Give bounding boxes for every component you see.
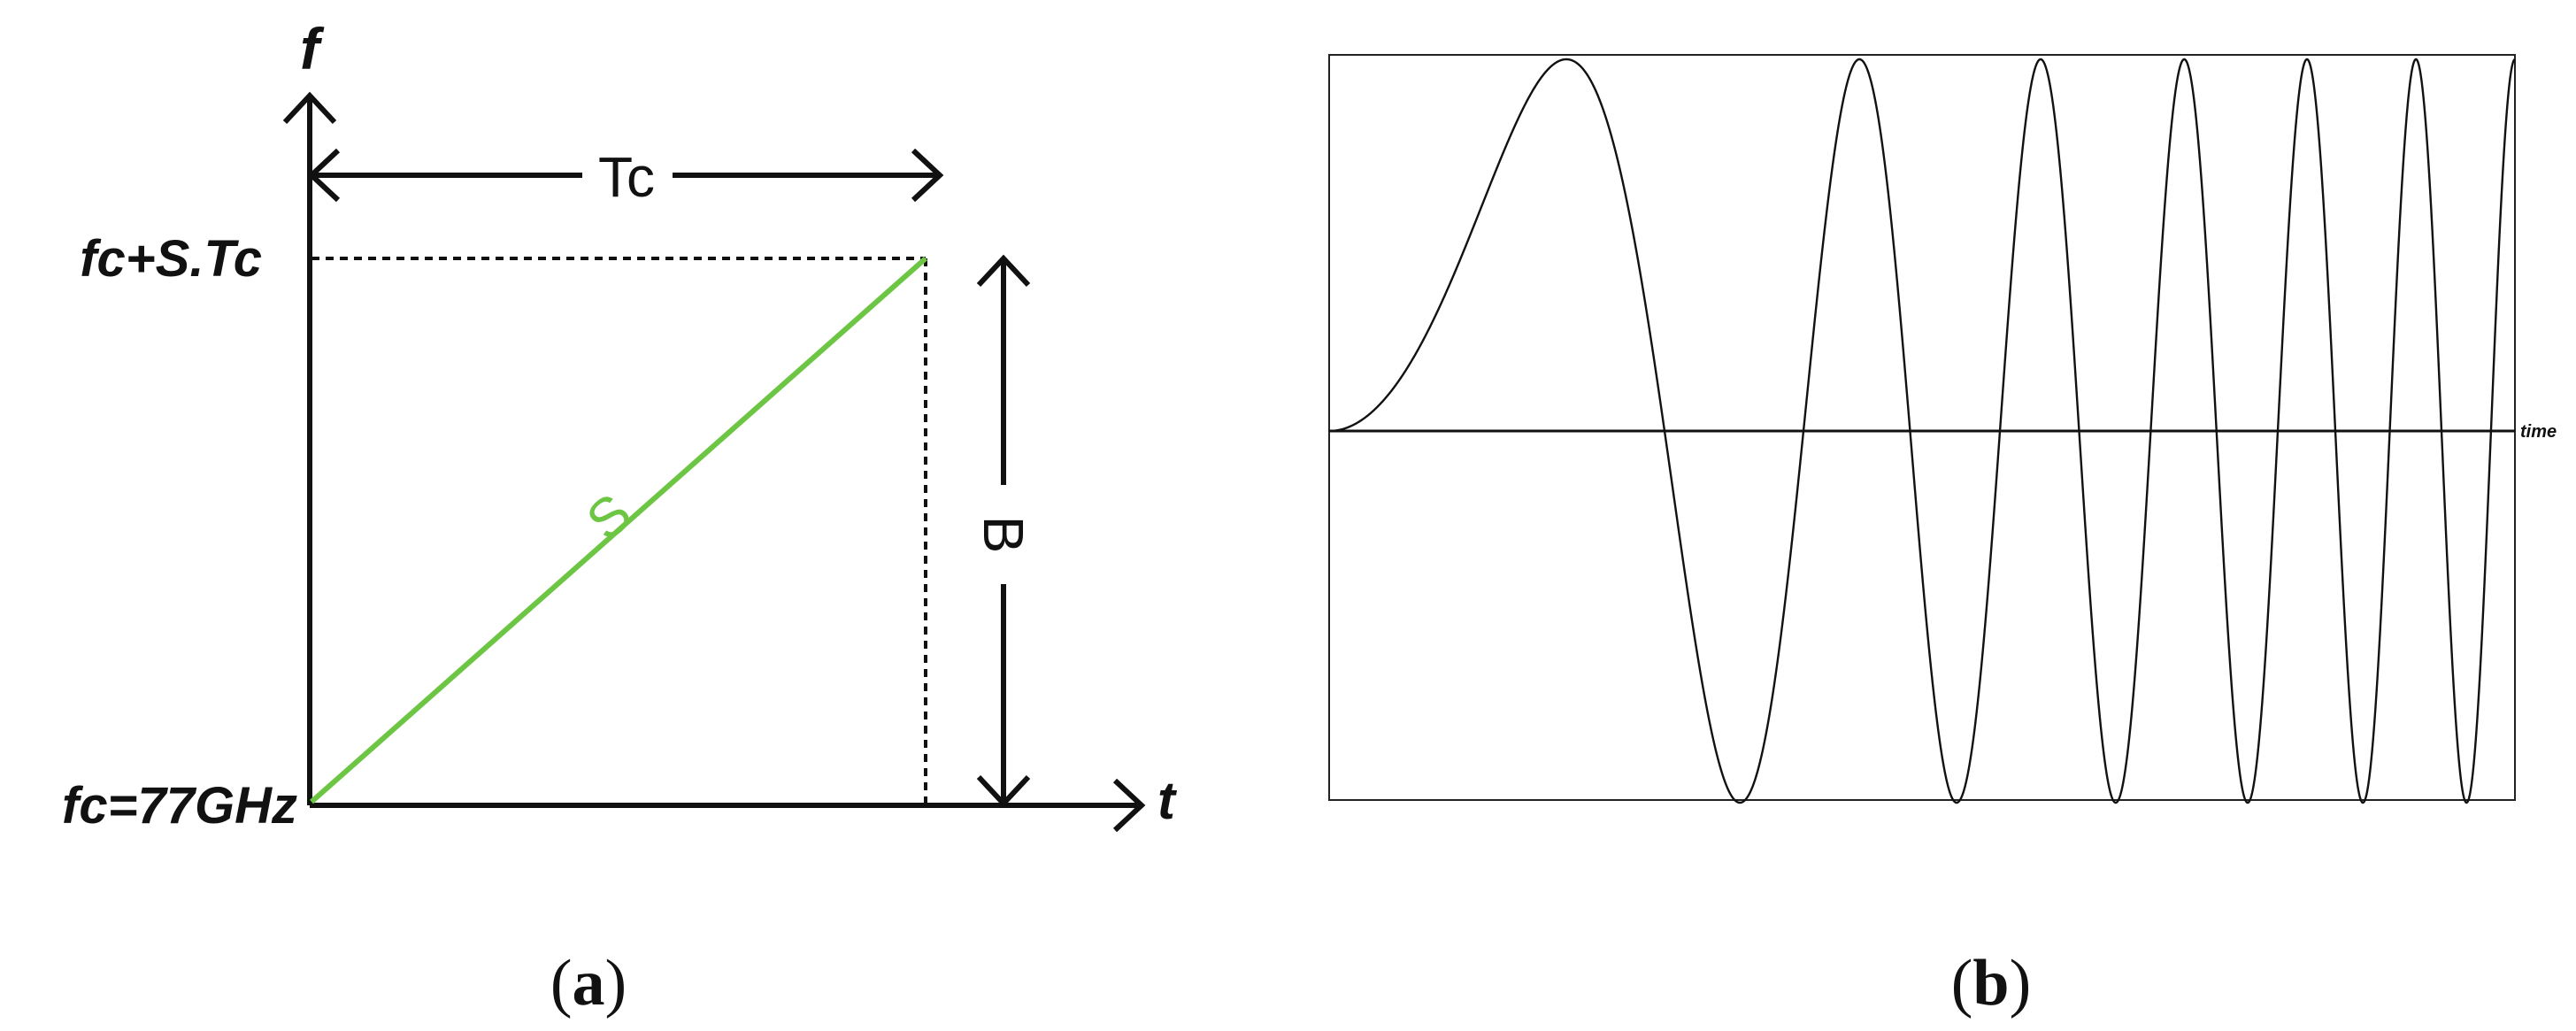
bandwidth-label: B	[972, 516, 1035, 554]
time-axis-label: t	[1157, 771, 1178, 830]
panel-b-chirp-waveform: time (b)	[1328, 54, 2557, 1019]
caption-b: (b)	[1951, 947, 2031, 1019]
slope-label: S	[575, 482, 642, 552]
frequency-axis-label: f	[300, 16, 325, 81]
caption-a-open: (	[550, 947, 573, 1019]
caption-a: (a)	[550, 947, 627, 1019]
top-frequency-label: fc+S.Tc	[80, 230, 262, 288]
caption-a-close: )	[605, 947, 627, 1019]
caption-b-close: )	[2010, 947, 2032, 1019]
b-arrowhead-bottom	[976, 774, 1031, 808]
caption-b-open: (	[1951, 947, 1973, 1019]
tc-arrowhead-left	[307, 148, 341, 203]
waveform-frame	[1328, 54, 2516, 801]
chirp-ramp-line	[310, 256, 927, 804]
tc-arrowhead-right	[911, 148, 944, 203]
tc-label: Tc	[598, 145, 655, 209]
time-axis-b-label: time	[2520, 422, 2557, 442]
time-axis-arrowhead	[1112, 778, 1146, 833]
b-arrowhead-top	[976, 254, 1031, 288]
start-frequency-label: fc=77GHz	[62, 777, 297, 835]
frequency-axis-arrowhead	[282, 91, 337, 125]
caption-b-letter: b	[1972, 947, 2009, 1019]
chirp-waveform	[1329, 58, 2516, 804]
panel-a-frequency-ramp: Tc S B f t fc+S.Tc fc=77GHz (a)	[62, 16, 1178, 1019]
caption-a-letter: a	[573, 947, 605, 1019]
